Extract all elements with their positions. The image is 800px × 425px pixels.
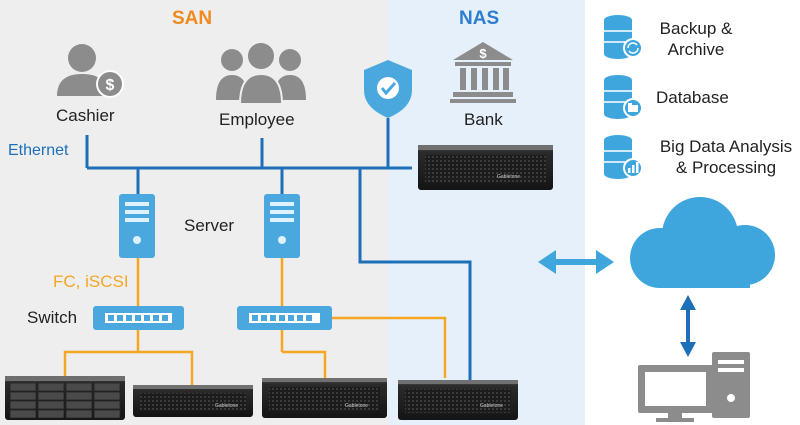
- nas-title: NAS: [459, 8, 500, 29]
- switch-right[interactable]: [237, 306, 332, 330]
- switch-label: Switch: [27, 308, 78, 327]
- cloud-icon[interactable]: [630, 197, 775, 288]
- desktop-computer-icon[interactable]: [638, 352, 750, 422]
- cashier-label: Cashier: [56, 106, 115, 125]
- service-database-label: Database: [656, 88, 729, 107]
- san-title: SAN: [172, 8, 213, 29]
- server-left[interactable]: [119, 194, 155, 258]
- storage-array-16bay[interactable]: [5, 376, 125, 420]
- fc-lines: [63, 258, 447, 385]
- storage-unit-2[interactable]: [262, 378, 387, 418]
- bank-icon: $: [450, 42, 516, 103]
- ethernet-label: Ethernet: [8, 142, 69, 159]
- svg-text:$: $: [479, 46, 487, 61]
- san-zone: [0, 0, 388, 425]
- service-backup-label: Backup & Archive: [659, 19, 733, 59]
- storage-brand-2: Gabletone: [345, 403, 369, 409]
- cashier-icon: $: [57, 44, 124, 98]
- server-right[interactable]: [264, 194, 300, 258]
- security-shield-icon: [364, 60, 412, 118]
- database-chart-icon: [604, 135, 643, 179]
- storage-unit-1[interactable]: [133, 385, 253, 417]
- ethernet-lines: [85, 118, 472, 382]
- storage-unit-nas[interactable]: [398, 380, 518, 420]
- employee-label: Employee: [219, 110, 295, 129]
- switch-left[interactable]: [93, 306, 184, 330]
- database-folder-icon: [604, 75, 643, 119]
- employee-group-icon: [216, 41, 306, 105]
- bank-label: Bank: [464, 110, 503, 129]
- storage-brand-top: Gabletone: [497, 174, 521, 180]
- server-label: Server: [184, 216, 235, 235]
- storage-unit-top[interactable]: [418, 145, 553, 190]
- double-arrow-horizontal-icon: [538, 250, 614, 274]
- storage-brand-1: Gabletone: [215, 403, 239, 409]
- storage-brand-nas: Gabletone: [480, 403, 504, 409]
- double-arrow-vertical-icon: [680, 295, 696, 357]
- fc-iscsi-label: FC, iSCSI: [53, 272, 129, 291]
- svg-text:$: $: [106, 77, 115, 94]
- database-sync-icon: [604, 15, 643, 59]
- service-bigdata-label: Big Data Analysis & Processing: [659, 137, 793, 177]
